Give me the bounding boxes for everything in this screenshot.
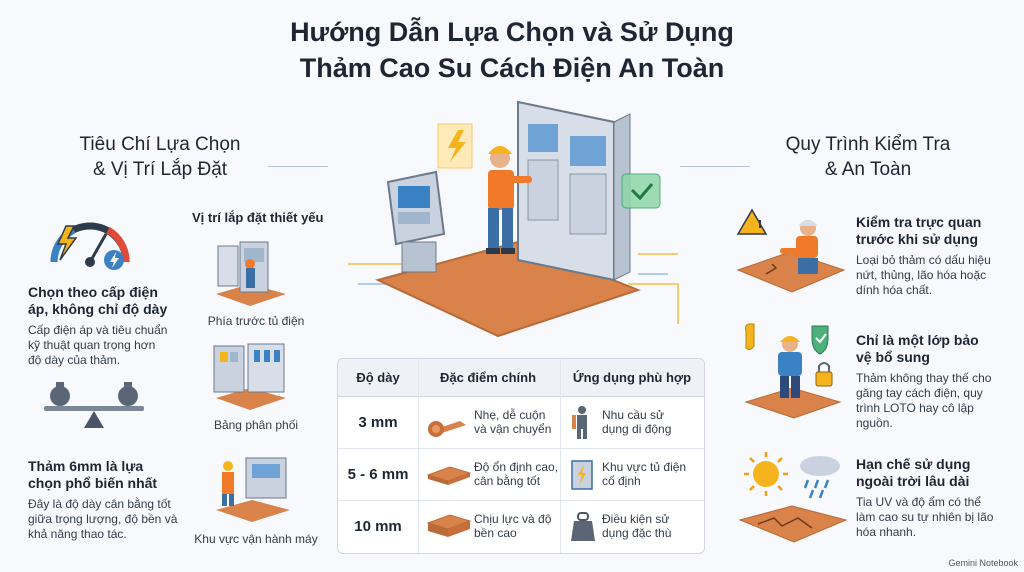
brand-badge: Gemini Notebook bbox=[948, 558, 1018, 568]
right-item3-desc: Tia UV và độ ẩm có thể làm cao su tự nhi… bbox=[856, 495, 994, 539]
page-title: Hướng Dẫn Lựa Chọn và Sử Dụng Thảm Cao S… bbox=[290, 17, 734, 83]
central-scene-illustration bbox=[348, 100, 679, 338]
location-item-2: Bảng phân phối bbox=[213, 418, 299, 432]
table-row: 3 mm Nhẹ, dễ cuộn và vận chuyển Nhu cầu … bbox=[338, 397, 704, 449]
left-item1-title: Chọn theo cấp điện áp, không chỉ độ dày bbox=[28, 284, 168, 317]
balance-scale-icon bbox=[44, 382, 144, 428]
left-item2-title: Thảm 6mm là lựa chọn phổ biến nhất bbox=[28, 458, 158, 491]
table-divider bbox=[560, 359, 561, 553]
locations-heading: Vị trí lắp đặt thiết yếu bbox=[192, 210, 324, 225]
left-item2-desc: Đây là độ dày cân bằng tốt giữa trọng lư… bbox=[28, 497, 178, 541]
right-section-heading: Quy Trình Kiểm Tra & An Toàn bbox=[785, 134, 951, 180]
right-item1-title: Kiểm tra trực quan trước khi sử dụng bbox=[856, 214, 982, 247]
left-section-heading: Tiêu Chí Lựa Chọn & Vị Trí Lắp Đặt bbox=[79, 134, 241, 180]
table-use-text: Nhu cầu sử dụng di động bbox=[602, 408, 672, 436]
location-item-3: Khu vực vận hành máy bbox=[194, 532, 318, 546]
table-row: 10 mm Chịu lực và độ bền cao Điều kiện s… bbox=[338, 501, 704, 553]
table-header-thickness: Độ dày bbox=[356, 370, 400, 385]
connector-line-left bbox=[268, 166, 328, 167]
distribution-board-icon bbox=[213, 343, 286, 410]
thickness-table: Độ dày Đặc điểm chính Ứng dụng phù hợp 3… bbox=[337, 358, 705, 554]
table-header-feature: Đặc điểm chính bbox=[439, 370, 537, 385]
table-use-text: Khu vực tủ điện cố định bbox=[602, 460, 687, 488]
cabinet-front-icon bbox=[216, 241, 286, 306]
right-item2-desc: Thảm không thay thế cho găng tay cách đi… bbox=[856, 371, 992, 430]
voltage-gauge-icon bbox=[50, 222, 130, 270]
left-item1-desc: Cấp điện áp và tiêu chuẩn kỹ thuật quan … bbox=[28, 323, 168, 367]
location-item-1: Phía trước tủ điện bbox=[207, 314, 305, 328]
table-use-text: Điều kiện sử dụng đặc thù bbox=[602, 512, 672, 540]
right-item2-title: Chỉ là một lớp bảo vệ bổ sung bbox=[856, 332, 979, 365]
sun-rain-weathering-illustration bbox=[738, 452, 848, 543]
table-feature-text: Chịu lực và độ bền cao bbox=[474, 512, 552, 540]
visual-inspection-illustration bbox=[736, 208, 846, 293]
cabinet-icon bbox=[571, 460, 593, 490]
weight-icon bbox=[571, 512, 595, 541]
right-item1-desc: Loại bỏ thảm có dấu hiệu nứt, thủng, lão… bbox=[856, 253, 991, 297]
connector-line-right bbox=[680, 166, 750, 167]
rolled-mat-icon bbox=[428, 421, 466, 437]
flat-mat-icon bbox=[426, 466, 472, 485]
table-header-use: Ứng dụng phù hợp bbox=[572, 370, 692, 385]
table-feature-text: Nhẹ, dễ cuộn và vận chuyển bbox=[474, 408, 552, 436]
thick-mat-icon bbox=[426, 514, 472, 537]
machine-area-icon bbox=[216, 457, 290, 522]
table-divider bbox=[418, 359, 419, 553]
table-feature-text: Độ ổn định cao, cân bằng tốt bbox=[474, 460, 559, 488]
worker-ppe-illustration bbox=[744, 323, 842, 419]
carrying-person-icon bbox=[572, 406, 587, 439]
table-header: Độ dày Đặc điểm chính Ứng dụng phù hợp bbox=[338, 359, 704, 397]
table-row: 5 - 6 mm Độ ổn định cao, cân bằng tốt Kh… bbox=[338, 449, 704, 501]
right-item3-title: Hạn chế sử dụng ngoài trời lâu dài bbox=[856, 456, 971, 489]
